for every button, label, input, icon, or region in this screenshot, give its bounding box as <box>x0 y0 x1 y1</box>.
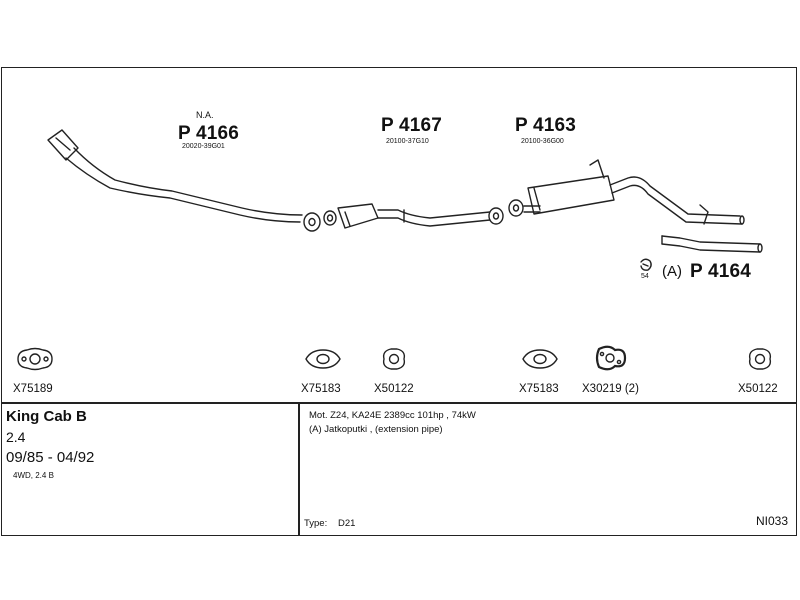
vehicle-model: King Cab B <box>6 408 87 425</box>
p4167-oem: 20100-37G10 <box>386 138 429 145</box>
gasket-icon-x50122-b <box>748 348 772 370</box>
p4164-number[interactable]: P 4164 <box>690 261 752 282</box>
p4166-oem: 20020-39G01 <box>182 143 225 150</box>
vehicle-years: 09/85 - 04/92 <box>6 449 95 466</box>
motor-info: Mot. Z24, KA24E 2389cc 101hp , 74kW <box>309 410 476 421</box>
p4163-oem: 20100-36G00 <box>521 138 564 145</box>
gasket-label[interactable]: X30219 (2) <box>582 383 639 395</box>
vehicle-variant: 4WD, 2.4 B <box>13 471 54 480</box>
clamp-label: 54 <box>641 273 649 280</box>
p4166-number[interactable]: P 4166 <box>178 123 240 144</box>
gasket-label[interactable]: X75183 <box>519 383 559 395</box>
center-silencer-p4167[interactable] <box>323 203 504 229</box>
type-value: D21 <box>338 518 356 529</box>
gasket-icon-x50122 <box>382 348 406 370</box>
gasket-icon-x75183-b <box>522 349 558 369</box>
p4166-note: N.A. <box>196 110 214 120</box>
gasket-label[interactable]: X50122 <box>374 383 414 395</box>
p4167-number[interactable]: P 4167 <box>381 115 443 136</box>
gasket-label[interactable]: X75183 <box>301 383 341 395</box>
p4164-prefix: (A) <box>662 263 682 280</box>
front-pipe-p4166[interactable] <box>47 129 321 232</box>
gasket-label[interactable]: X50122 <box>738 383 778 395</box>
divider-line <box>1 402 797 404</box>
type-label: Type: <box>304 518 328 529</box>
diagram-frame <box>1 67 797 536</box>
vehicle-engine-size: 2.4 <box>6 429 26 445</box>
extension-info: (A) Jatkoputki , (extension pipe) <box>309 424 443 435</box>
p4163-number[interactable]: P 4163 <box>515 115 577 136</box>
rear-silencer-p4163[interactable] <box>508 159 745 225</box>
gasket-label[interactable]: X75189 <box>13 383 53 395</box>
divider-vertical <box>298 402 300 536</box>
diagram-code: NI033 <box>756 514 789 528</box>
clamp-icon <box>640 258 652 271</box>
gasket-icon-x30219 <box>595 345 627 371</box>
gasket-icon-x75189 <box>17 347 53 371</box>
gasket-icon-x75183 <box>305 349 341 369</box>
extension-pipe-p4164[interactable] <box>661 235 763 253</box>
